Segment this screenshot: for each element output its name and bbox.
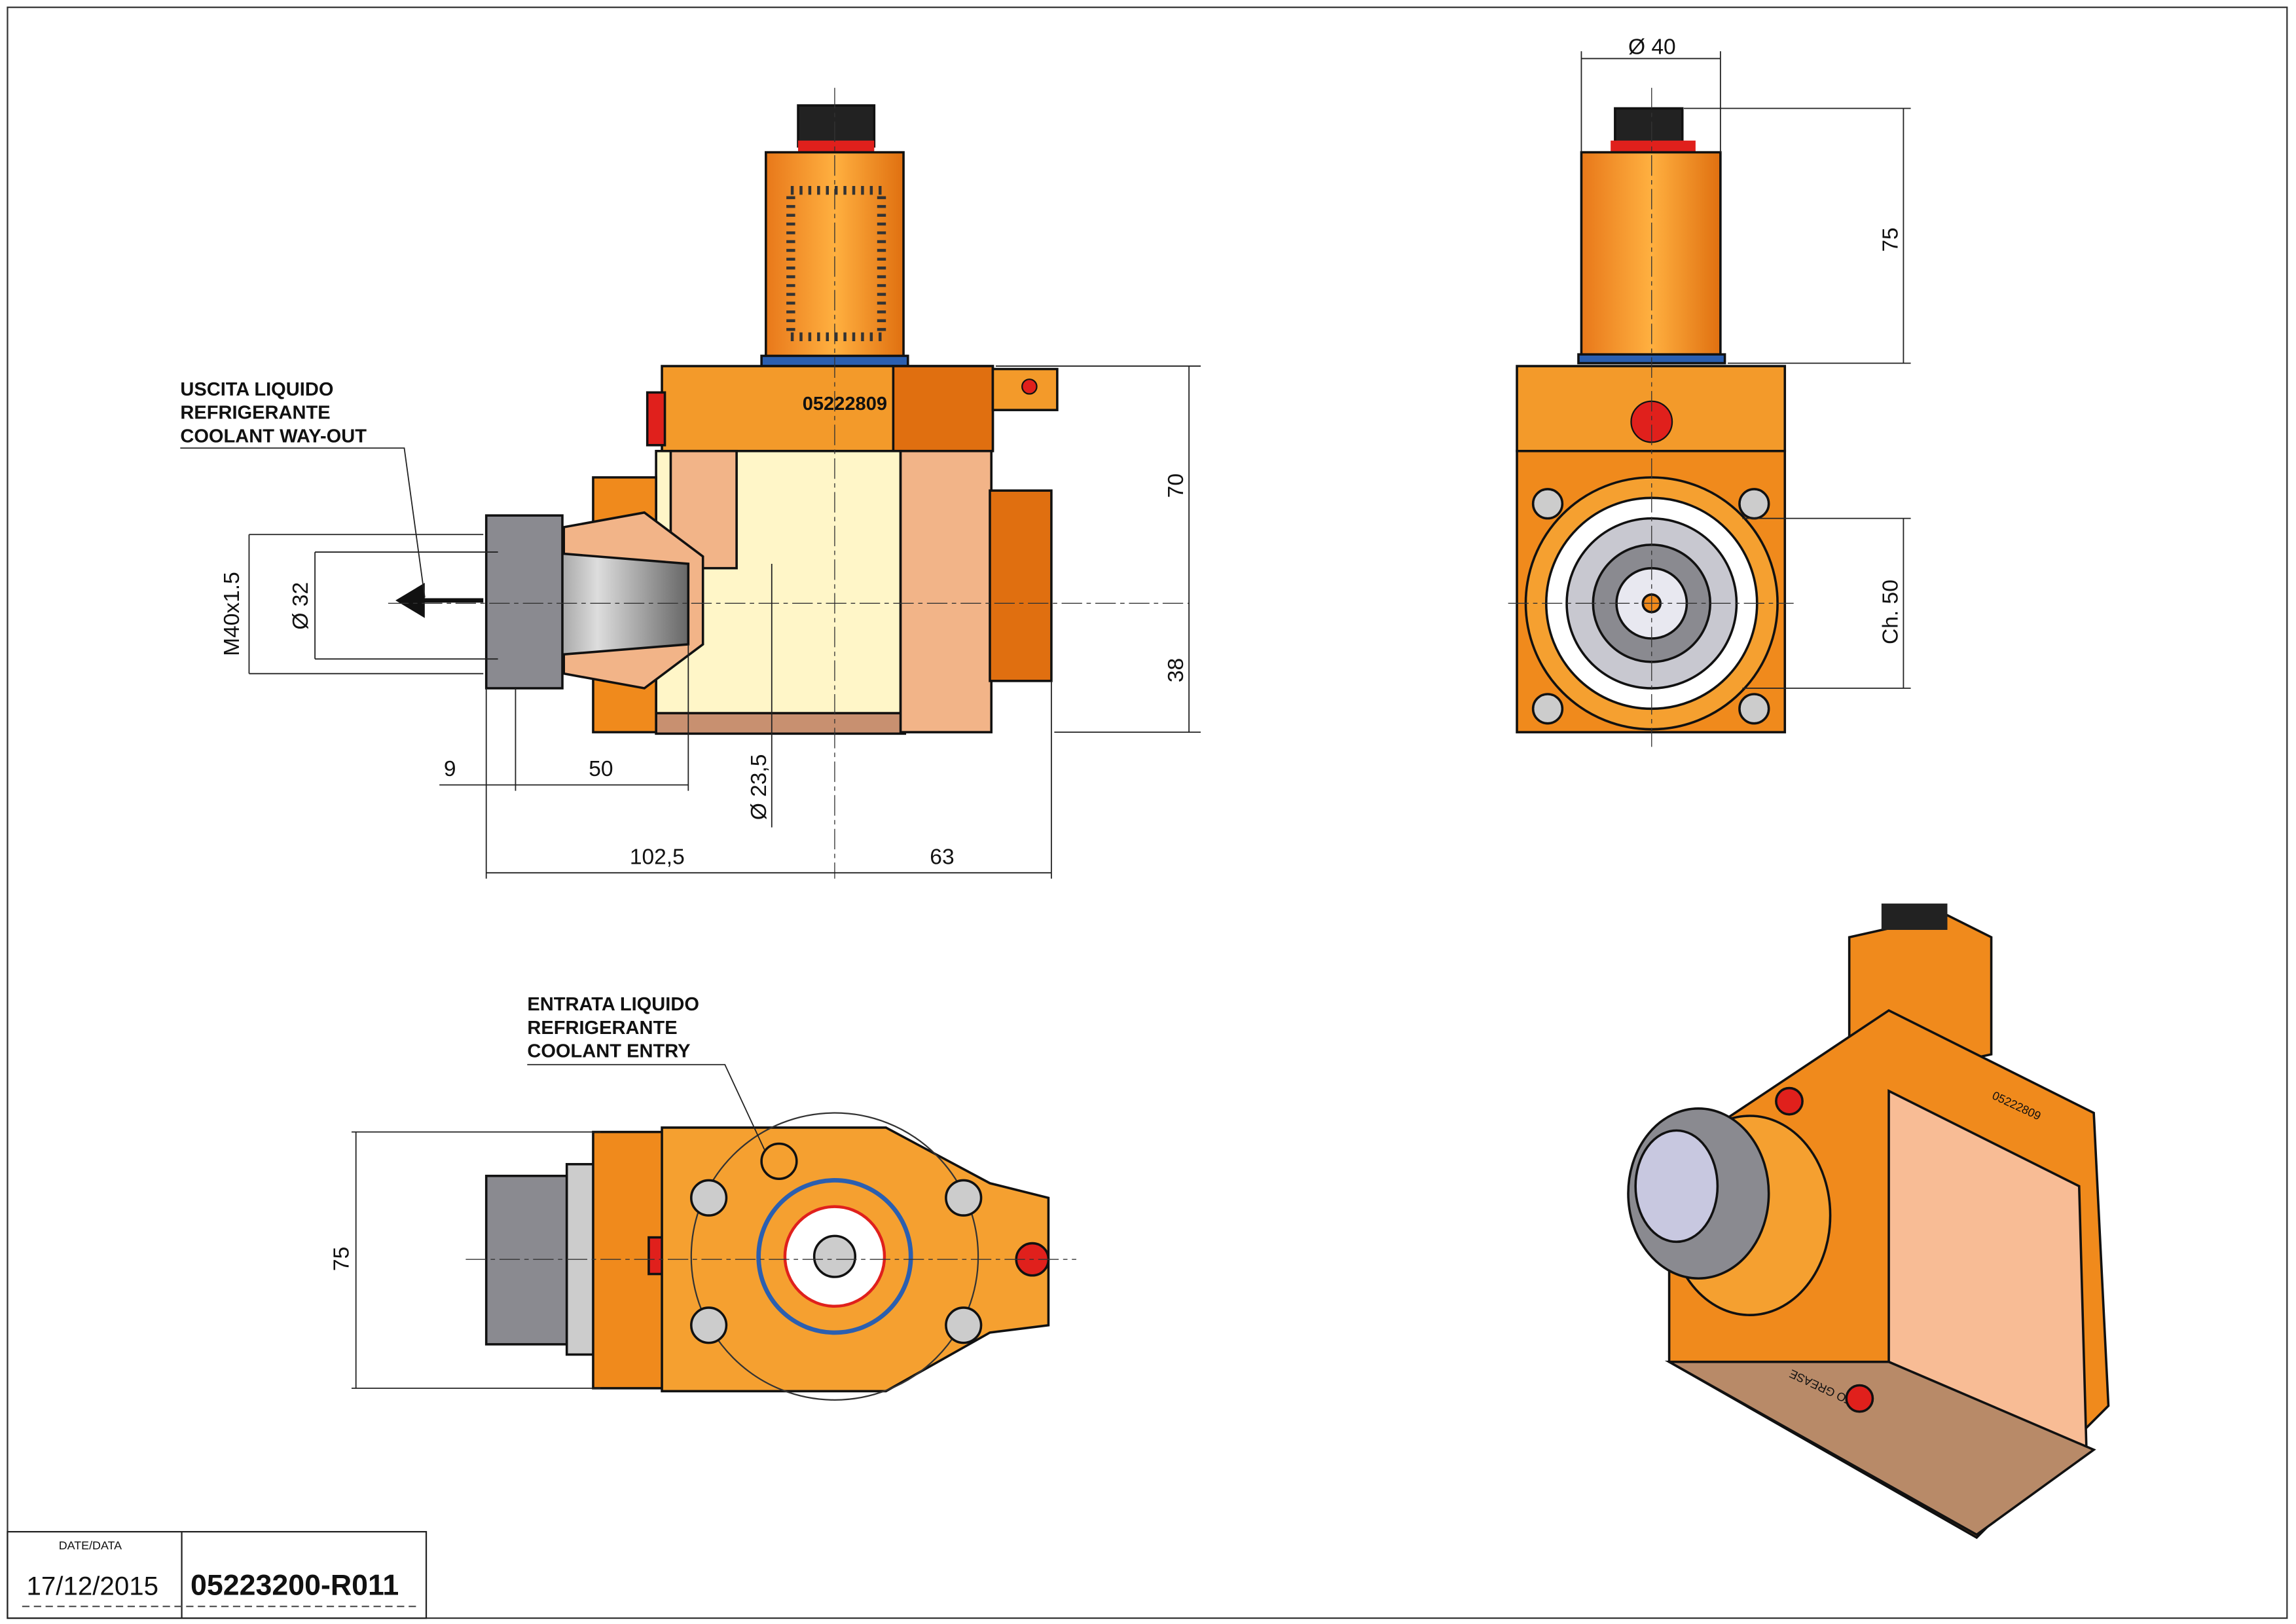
dim-70: 70	[1164, 473, 1188, 498]
cooling-fins-icon	[786, 186, 886, 342]
front-dimensions: 70 38 M40x1.5 Ø 32 9 50 Ø 23,5 102,5 63	[220, 365, 1201, 879]
bottom-view: 75	[330, 1112, 1076, 1401]
dim-ch-50: Ch. 50	[1878, 580, 1903, 644]
date-value: 17/12/2015	[27, 1571, 158, 1600]
dim-dia-40: Ø 40	[1628, 35, 1676, 60]
coolant-entry-port	[760, 1142, 798, 1180]
svg-text:USCITA LIQUIDO: USCITA LIQUIDO	[180, 379, 333, 400]
coolant-out-label: USCITA LIQUIDO REFRIGERANTE COOLANT WAY-…	[180, 379, 426, 598]
dim-63: 63	[930, 845, 954, 869]
dim-dia-32: Ø 32	[289, 582, 313, 630]
side-view	[1508, 88, 1794, 747]
isometric-view: 05222809 TO GREASE	[1627, 903, 2110, 1540]
svg-text:REFRIGERANTE: REFRIGERANTE	[180, 403, 330, 424]
drawing-number: 05223200-R011	[191, 1569, 399, 1601]
dim-dia-23-5: Ø 23,5	[747, 754, 771, 821]
dim-9: 9	[444, 757, 456, 781]
dim-102-5: 102,5	[630, 845, 685, 869]
svg-text:COOLANT WAY-OUT: COOLANT WAY-OUT	[180, 426, 367, 447]
screw-icon	[1531, 488, 1770, 725]
dim-thread: M40x1.5	[220, 572, 244, 656]
svg-text:ENTRATA LIQUIDO: ENTRATA LIQUIDO	[527, 994, 699, 1015]
svg-text:REFRIGERANTE: REFRIGERANTE	[527, 1018, 677, 1039]
svg-text:COOLANT ENTRY: COOLANT ENTRY	[527, 1041, 690, 1062]
title-block: DATE/DATA 17/12/2015 05223200-R011	[7, 1530, 428, 1619]
dim-75-side: 75	[1878, 227, 1903, 251]
coolant-in-label: ENTRATA LIQUIDO REFRIGERANTE COOLANT ENT…	[527, 994, 765, 1150]
date-label: DATE/DATA	[59, 1539, 122, 1552]
front-view: 05222809	[388, 88, 1190, 879]
sheet-border	[7, 7, 2288, 1619]
dim-75-bottom: 75	[330, 1247, 354, 1271]
part-stamp: 05222809	[803, 394, 887, 415]
dim-38: 38	[1164, 658, 1188, 682]
side-dimensions: Ø 40 75 Ch. 50	[1580, 35, 1911, 689]
dim-50: 50	[589, 757, 613, 781]
